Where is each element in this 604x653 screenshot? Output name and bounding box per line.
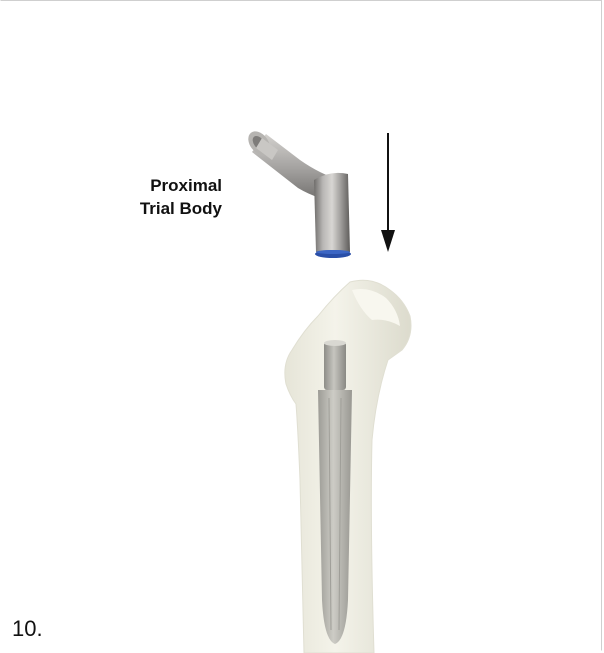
proximal-trial-body-label: Proximal Trial Body	[140, 174, 222, 220]
insertion-arrow	[381, 133, 395, 252]
step-number: 10.	[12, 616, 43, 642]
label-line-2: Trial Body	[140, 197, 222, 220]
trial-body-cylinder	[314, 173, 350, 255]
proximal-trial-body	[244, 127, 351, 258]
label-line-1: Proximal	[140, 174, 222, 197]
